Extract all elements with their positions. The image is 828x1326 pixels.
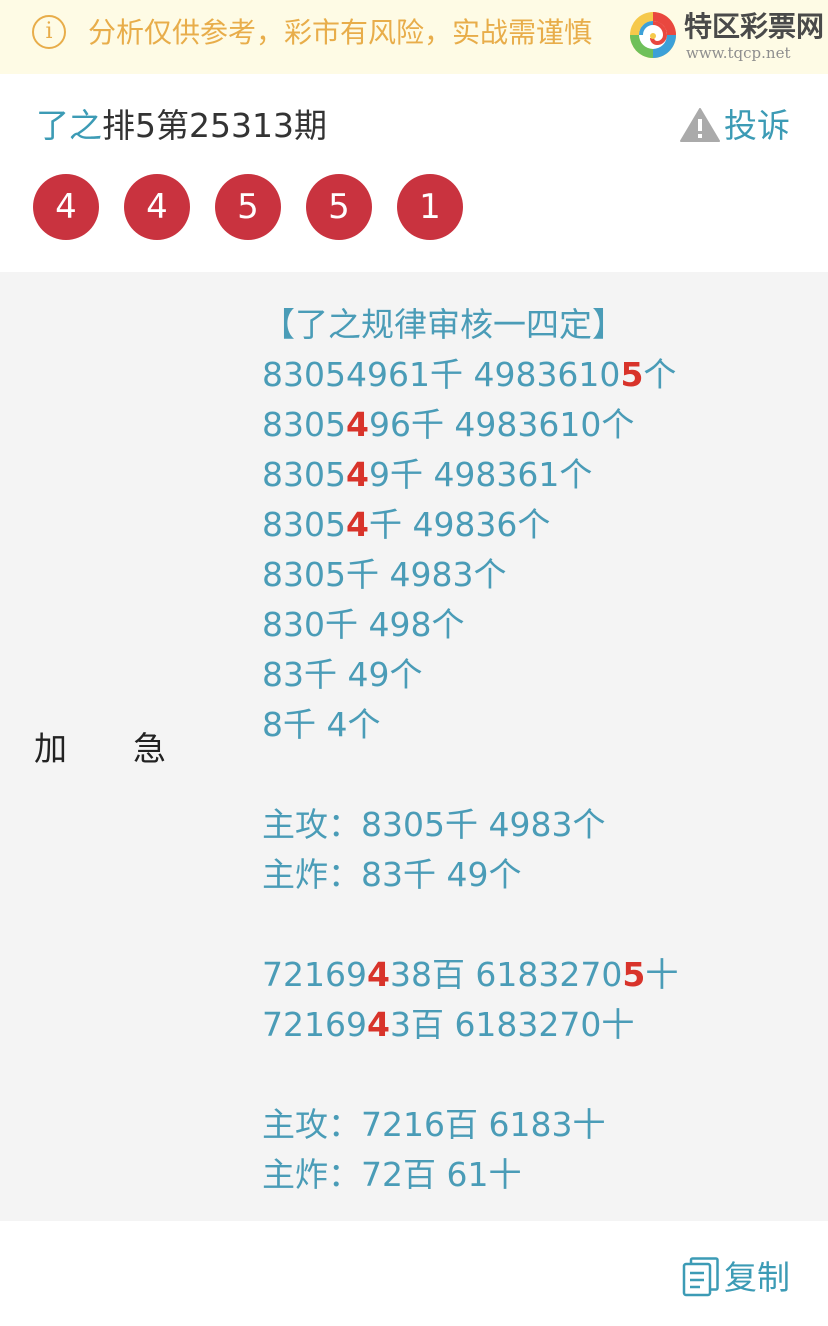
copy-icon [682, 1257, 719, 1297]
prediction-line: 主炸：83千 49个 [262, 850, 678, 900]
highlighted-digit: 4 [345, 455, 369, 494]
post-title: 了之排5第25313期 [36, 104, 327, 148]
line-text: 83千 49个 [262, 655, 423, 694]
line-text: 72169 [262, 1005, 367, 1044]
urgent-label-right: 急 [133, 729, 166, 768]
highlighted-digit: 4 [366, 955, 390, 994]
info-icon: i [32, 15, 66, 49]
risk-notice-text: 分析仅供参考，彩市有风险，实战需谨慎 [88, 16, 593, 49]
prediction-line: 72169438百 61832705十 [262, 950, 678, 1000]
logo-swirl-icon [630, 12, 676, 58]
line-text: 【了之规律审核一四定】 [262, 305, 625, 344]
line-text: 72169 [262, 955, 367, 994]
prediction-line: 830千 498个 [262, 600, 678, 650]
issue-title: 排5第25313期 [102, 106, 327, 145]
blank-line [262, 1050, 678, 1100]
highlighted-digit: 4 [366, 1005, 390, 1044]
prediction-line: 主攻：7216百 6183十 [262, 1100, 678, 1150]
line-text: 主炸：72百 61十 [262, 1155, 522, 1194]
line-text: 8305 [262, 505, 346, 544]
site-logo[interactable]: 特区彩票网 www.tqcp.net [628, 8, 828, 66]
blank-line [262, 750, 678, 800]
copy-button[interactable]: 复制 [682, 1256, 790, 1300]
prediction-line: 主炸：72百 61十 [262, 1150, 678, 1200]
prediction-line: 83054千 49836个 [262, 500, 678, 550]
line-text: 个 [643, 355, 677, 394]
prediction-line: 7216943百 6183270十 [262, 1000, 678, 1050]
line-text: 千 49836个 [368, 505, 551, 544]
author-link[interactable]: 了之 [36, 106, 102, 145]
line-text: 8千 4个 [262, 705, 381, 744]
prediction-line: 主攻：8305千 4983个 [262, 800, 678, 850]
blank-line [262, 900, 678, 950]
line-text: 主攻：7216百 6183十 [262, 1105, 606, 1144]
prediction-line: 83千 49个 [262, 650, 678, 700]
line-text: 8305 [262, 405, 346, 444]
urgent-label: 加急 [34, 727, 166, 771]
line-text: 主攻：8305千 4983个 [262, 805, 606, 844]
number-ball: 5 [306, 174, 372, 240]
line-text: 9千 498361个 [368, 455, 593, 494]
highlighted-digit: 5 [620, 355, 644, 394]
highlighted-digit: 4 [345, 505, 369, 544]
prediction-line: 8千 4个 [262, 700, 678, 750]
line-text: 8305 [262, 455, 346, 494]
line-text: 十 [645, 955, 679, 994]
number-ball: 5 [215, 174, 281, 240]
prediction-line: 8305496千 4983610个 [262, 400, 678, 450]
line-text: 3百 6183270十 [389, 1005, 635, 1044]
line-text: 主炸：83千 49个 [262, 855, 522, 894]
highlighted-digit: 4 [345, 405, 369, 444]
number-ball: 4 [124, 174, 190, 240]
line-text: 96千 4983610个 [368, 405, 635, 444]
line-text: 83054961千 4983610 [262, 355, 621, 394]
complain-button[interactable]: 投诉 [680, 104, 790, 148]
prediction-line: 8305千 4983个 [262, 550, 678, 600]
prediction-line: 83054961千 49836105个 [262, 350, 678, 400]
line-text: 38百 6183270 [389, 955, 623, 994]
number-ball: 1 [397, 174, 463, 240]
highlighted-digit: 5 [622, 955, 646, 994]
line-text: 8305千 4983个 [262, 555, 507, 594]
warning-icon [680, 108, 720, 142]
line-text: 830千 498个 [262, 605, 465, 644]
complain-label: 投诉 [724, 106, 790, 145]
number-ball: 4 [33, 174, 99, 240]
logo-name: 特区彩票网 [684, 10, 825, 43]
prediction-line: 830549千 498361个 [262, 450, 678, 500]
urgent-label-left: 加 [34, 729, 67, 768]
logo-url: www.tqcp.net [686, 44, 791, 62]
risk-notice-bar: i 分析仅供参考，彩市有风险，实战需谨慎 特区彩票网 www.tqcp.net [0, 0, 828, 74]
prediction-line: 【了之规律审核一四定】 [262, 300, 678, 350]
copy-label: 复制 [724, 1258, 790, 1297]
